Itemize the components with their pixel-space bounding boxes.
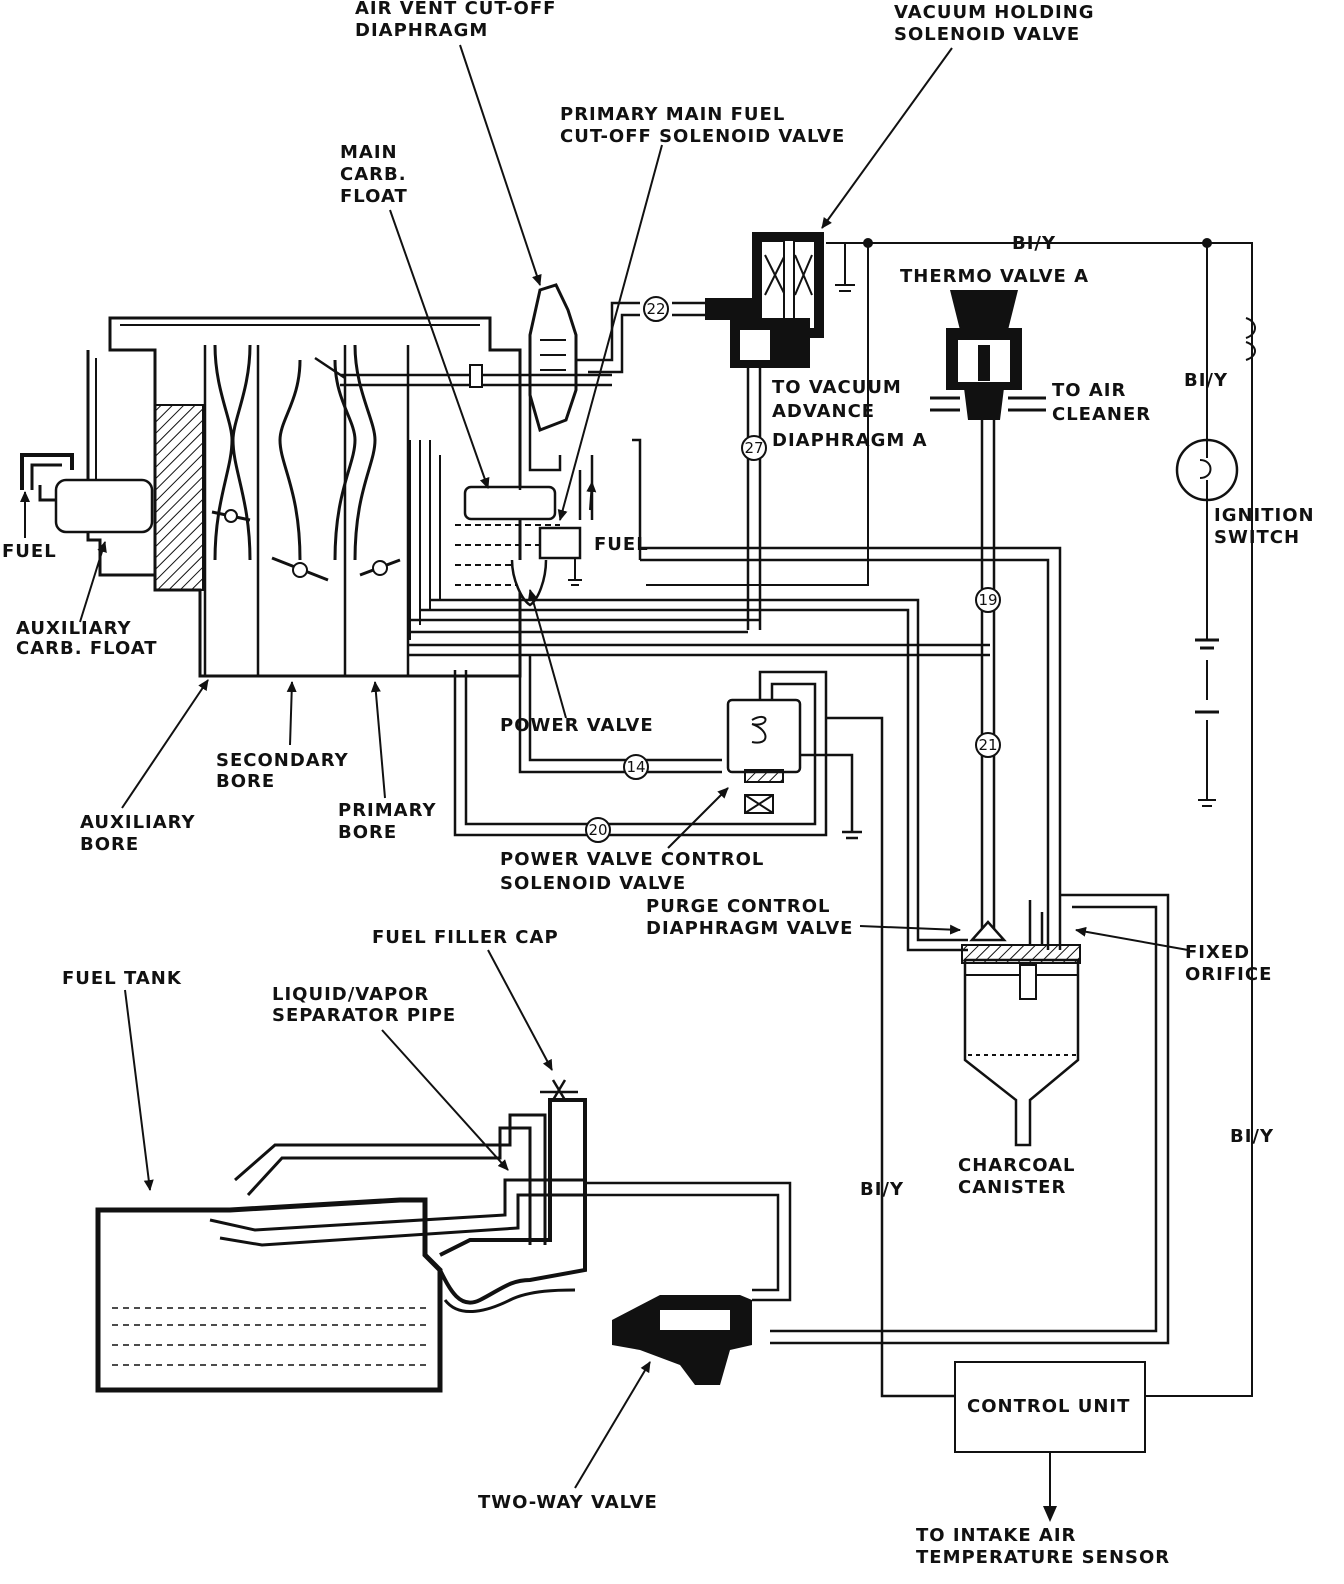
- air-vent-cutoff-diaphragm-body: [528, 283, 578, 432]
- to-vacuum-advance-label-1: TO VACUUM: [772, 377, 902, 398]
- fixed-orifice-label-2: ORIFICE: [1185, 964, 1272, 985]
- wire-bi-y-right-label: BI/Y: [1184, 370, 1228, 391]
- fixed-orifice-label-1: FIXED: [1185, 942, 1250, 963]
- svg-text:22: 22: [646, 300, 665, 318]
- svg-text:21: 21: [978, 736, 997, 754]
- fuel-tank-label: FUEL TANK: [62, 968, 182, 989]
- hose-14-marker: 14: [623, 754, 649, 780]
- auxiliary-bore-label-1: AUXILIARY: [80, 812, 196, 833]
- leader-arrows: [20, 44, 1189, 1489]
- ignition-switch: [1175, 438, 1239, 502]
- svg-text:20: 20: [588, 821, 607, 839]
- thermo-valve-a: [930, 290, 1046, 420]
- liquid-vapor-label-1: LIQUID/VAPOR: [272, 984, 429, 1005]
- to-air-cleaner-label-2: CLEANER: [1052, 404, 1151, 425]
- hose-20-marker: 20: [585, 817, 611, 843]
- fuel-main-label: FUEL: [594, 534, 649, 555]
- wire-bi-y-lower-left-label: BI/Y: [860, 1179, 904, 1200]
- purge-control-label-2: DIAPHRAGM VALVE: [646, 918, 853, 939]
- control-unit-label: CONTROL UNIT: [967, 1396, 1130, 1417]
- to-vacuum-advance-label-2: ADVANCE: [772, 401, 875, 422]
- labels: AIR VENT CUT-OFF DIAPHRAGM VACUUM HOLDIN…: [2, 0, 1315, 1568]
- ignition-switch-label-1: IGNITION: [1214, 505, 1315, 526]
- control-unit: [954, 1361, 1146, 1522]
- hose-19-marker: 19: [975, 587, 1001, 613]
- auxiliary-carb-float-label-1: AUXILIARY: [16, 618, 132, 639]
- charcoal-canister-label-1: CHARCOAL: [958, 1155, 1076, 1176]
- auxiliary-bore-label-2: BORE: [80, 834, 139, 855]
- primary-bore-label-2: BORE: [338, 822, 397, 843]
- fuel-filler-cap-label: FUEL FILLER CAP: [372, 927, 559, 948]
- secondary-bore-label-1: SECONDARY: [216, 750, 349, 771]
- main-carb-float-label-2: CARB.: [340, 164, 407, 185]
- hose-27-marker: 27: [741, 435, 767, 461]
- wire-bi-y-lower-right-label: BI/Y: [1230, 1126, 1274, 1147]
- charcoal-canister: [961, 900, 1081, 1147]
- air-vent-cutoff-label-2: DIAPHRAGM: [355, 20, 488, 41]
- vacuum-holding-label-1: VACUUM HOLDING: [894, 2, 1095, 23]
- vacuum-holding-solenoid-valve: [705, 232, 855, 368]
- two-way-valve: [612, 1295, 752, 1385]
- primary-main-fuel-label-2: CUT-OFF SOLENOID VALVE: [560, 126, 845, 147]
- secondary-bore-label-2: BORE: [216, 771, 275, 792]
- auxiliary-bore-wall: [154, 404, 204, 591]
- svg-text:27: 27: [744, 439, 763, 457]
- svg-text:14: 14: [626, 758, 645, 776]
- main-carb-float-label-1: MAIN: [340, 142, 398, 163]
- ignition-switch-label-2: SWITCH: [1214, 527, 1300, 548]
- hose-22-marker: 22: [643, 296, 669, 322]
- svg-text:19: 19: [978, 591, 997, 609]
- primary-bore-label-1: PRIMARY: [338, 800, 437, 821]
- liquid-vapor-label-2: SEPARATOR PIPE: [272, 1005, 456, 1026]
- wiring: [646, 238, 1256, 1397]
- primary-main-fuel-label-1: PRIMARY MAIN FUEL: [560, 104, 785, 125]
- to-intake-air-label-1: TO INTAKE AIR: [916, 1525, 1076, 1546]
- thermo-valve-a-label: THERMO VALVE A: [900, 266, 1089, 287]
- charcoal-canister-label-2: CANISTER: [958, 1177, 1066, 1198]
- air-vent-cutoff-label-1: AIR VENT CUT-OFF: [355, 0, 556, 19]
- main-carb-float-label-3: FLOAT: [340, 186, 408, 207]
- to-air-cleaner-label-1: TO AIR: [1052, 380, 1126, 401]
- purge-control-label-1: PURGE CONTROL: [646, 896, 831, 917]
- vacuum-hoses: [408, 301, 1170, 1398]
- main-carb-float-body: [463, 485, 557, 521]
- hose-number-markers: 22 27 19 21 14 20: [585, 296, 1001, 843]
- power-valve-control-label-1: POWER VALVE CONTROL: [500, 849, 764, 870]
- to-vacuum-advance-label-3: DIAPHRAGM A: [772, 430, 928, 451]
- two-way-valve-label: TWO-WAY VALVE: [478, 1492, 658, 1513]
- hose-21-marker: 21: [975, 732, 1001, 758]
- power-valve-control-solenoid: [726, 698, 802, 814]
- fuel-inlet-label: FUEL: [2, 541, 57, 562]
- wire-bi-y-top-label: BI/Y: [1012, 233, 1056, 254]
- auxiliary-carb-float-body: [54, 478, 154, 534]
- power-valve-label: POWER VALVE: [500, 715, 654, 736]
- carburetor: [20, 283, 612, 678]
- power-valve-control-label-2: SOLENOID VALVE: [500, 873, 686, 894]
- vacuum-holding-label-2: SOLENOID VALVE: [894, 24, 1080, 45]
- fuel-tank: [95, 1079, 587, 1393]
- to-intake-air-label-2: TEMPERATURE SENSOR: [916, 1547, 1170, 1568]
- auxiliary-carb-float-label-2: CARB. FLOAT: [16, 638, 158, 659]
